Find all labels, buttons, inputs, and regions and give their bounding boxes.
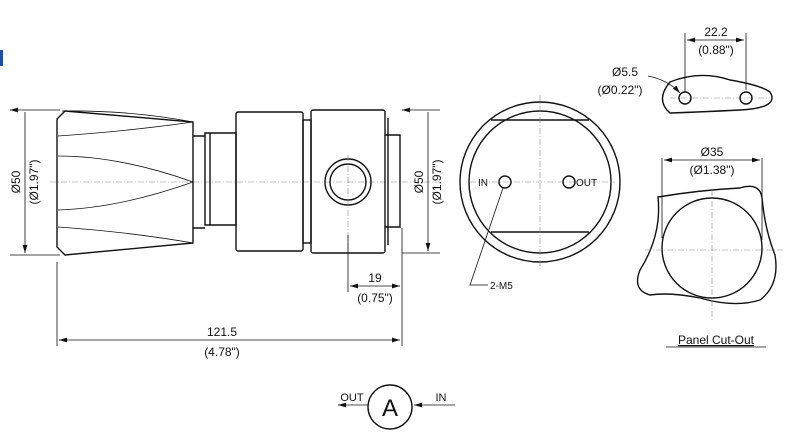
dia-right-in: (Ø1.97") [430, 160, 444, 205]
dia-left-in: (Ø1.97") [27, 160, 41, 205]
panel-holes: 22.2 (0.88") Ø5.5 (Ø0.22") [598, 25, 773, 114]
thread [193, 132, 237, 229]
in-hole [498, 175, 512, 189]
dia-left: Ø50 [9, 170, 23, 193]
out-hole [562, 175, 576, 189]
ring [302, 119, 312, 244]
port-offset: 19 [368, 271, 382, 285]
cutout-dia: Ø35 [701, 145, 724, 159]
in-label: IN [478, 178, 488, 189]
body-upper [235, 111, 304, 252]
thread-label: 2-M5 [490, 281, 513, 292]
cutout-dia-in: (Ø1.38") [690, 163, 735, 177]
hole-dia-in: (Ø0.22") [598, 83, 643, 97]
spacing-in: (0.88") [698, 43, 734, 57]
front-view: IN OUT 2-M5 [459, 95, 621, 292]
hole-dia: Ø5.5 [612, 65, 638, 79]
flow-symbol: A OUT IN [338, 384, 455, 430]
panel-cutout: Ø35 (Ø1.38") Panel Cut-Out [636, 145, 785, 348]
side-view: Ø50 (Ø1.97") Ø50 (Ø1.97") 19 (0.75") 121… [9, 110, 444, 359]
symbol-in: IN [436, 392, 447, 404]
symbol-letter: A [382, 395, 398, 422]
port-offset-in: (0.75") [357, 291, 393, 305]
length: 121.5 [207, 325, 237, 339]
nub [385, 118, 401, 245]
length-in: (4.78") [204, 345, 240, 359]
symbol-out: OUT [340, 392, 364, 404]
spacing: 22.2 [704, 25, 728, 39]
out-label: OUT [576, 178, 597, 189]
cutout-title: Panel Cut-Out [678, 333, 755, 347]
accent-bar [0, 50, 3, 66]
dia-right: Ø50 [412, 170, 426, 193]
